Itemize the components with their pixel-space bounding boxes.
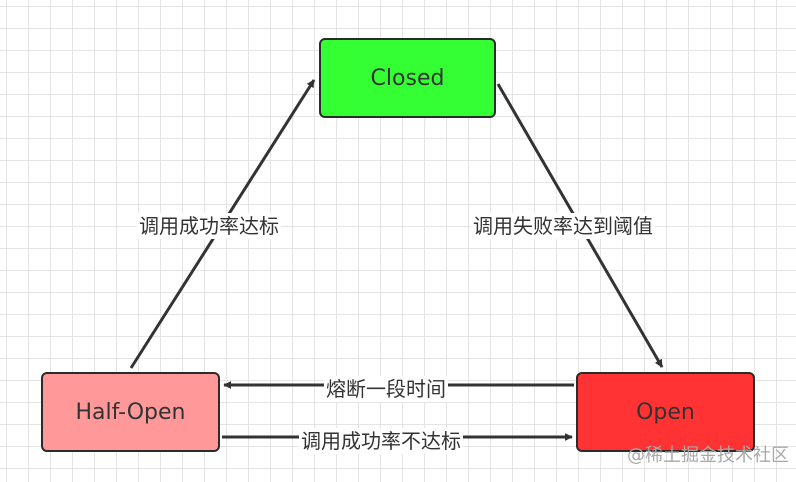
- edge-label-open-to-halfopen: 熔断一段时间: [324, 376, 448, 402]
- edge-label-halfopen-to-open: 调用成功率不达标: [299, 428, 463, 454]
- state-closed-label: Closed: [370, 65, 445, 91]
- state-open-node[interactable]: Open: [576, 372, 755, 452]
- edge-label-closed-to-open: 调用失败率达到阈值: [471, 213, 655, 239]
- state-half-open-node[interactable]: Half-Open: [41, 372, 220, 452]
- state-closed-node[interactable]: Closed: [319, 38, 496, 118]
- state-open-label: Open: [636, 399, 695, 425]
- state-half-open-label: Half-Open: [75, 399, 186, 425]
- edge-label-halfopen-to-closed: 调用成功率达标: [137, 213, 281, 239]
- watermark-text: @稀土掘金技术社区: [627, 445, 789, 466]
